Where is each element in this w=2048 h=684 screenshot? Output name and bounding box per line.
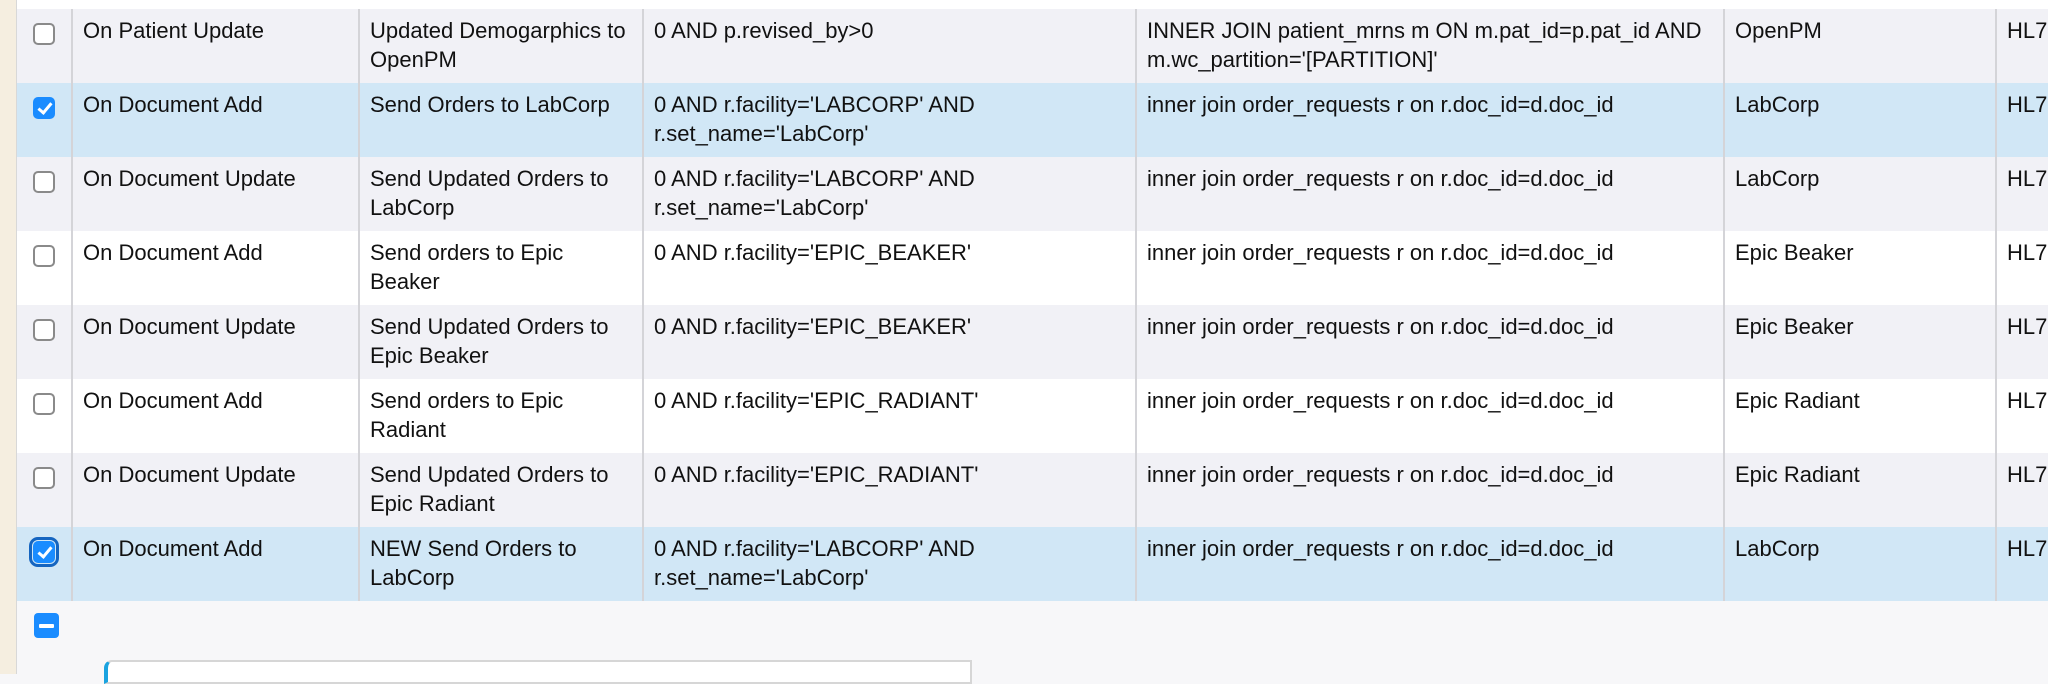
select-cell [17, 83, 72, 157]
remove-selected-button[interactable] [34, 613, 59, 638]
destination-cell: Epic Beaker [1723, 305, 1996, 379]
join-cell: inner join order_requests r on r.doc_id=… [1135, 83, 1724, 157]
trigger-cell: On Document Add [71, 527, 359, 601]
select-cell [17, 9, 72, 83]
name-cell: Send orders to Epic Beaker [358, 231, 643, 305]
format-cell: HL7 [1995, 527, 2048, 601]
select-cell [17, 157, 72, 231]
condition-cell: 0 AND r.facility='LABCORP' AND r.set_nam… [642, 527, 1136, 601]
select-cell [17, 453, 72, 527]
format-cell: HL7 [1995, 231, 2048, 305]
trigger-cell: On Document Add [71, 231, 359, 305]
trigger-cell: On Document Update [71, 453, 359, 527]
row-checkbox[interactable] [33, 467, 55, 489]
text-input[interactable] [104, 660, 972, 684]
trigger-cell: On Patient Update [71, 9, 359, 83]
condition-cell: 0 AND r.facility='LABCORP' AND r.set_nam… [642, 157, 1136, 231]
format-cell: HL7 [1995, 379, 2048, 453]
select-cell [17, 305, 72, 379]
name-cell: Send Updated Orders to Epic Beaker [358, 305, 643, 379]
destination-cell: Epic Radiant [1723, 453, 1996, 527]
condition-cell: 0 AND p.revised_by>0 [642, 9, 1136, 83]
name-cell: Send Orders to LabCorp [358, 83, 643, 157]
format-cell: HL7 [1995, 83, 2048, 157]
join-cell: inner join order_requests r on r.doc_id=… [1135, 231, 1724, 305]
condition-cell: 0 AND r.facility='EPIC_BEAKER' [642, 231, 1136, 305]
join-cell: inner join order_requests r on r.doc_id=… [1135, 453, 1724, 527]
previous-row-partial [17, 0, 2048, 9]
join-cell: inner join order_requests r on r.doc_id=… [1135, 527, 1724, 601]
condition-cell: 0 AND r.facility='LABCORP' AND r.set_nam… [642, 83, 1136, 157]
destination-cell: LabCorp [1723, 527, 1996, 601]
destination-cell: Epic Beaker [1723, 231, 1996, 305]
format-cell: HL7 [1995, 9, 2048, 83]
name-cell: Send Updated Orders to LabCorp [358, 157, 643, 231]
condition-cell: 0 AND r.facility='EPIC_RADIANT' [642, 379, 1136, 453]
row-checkbox[interactable] [33, 245, 55, 267]
name-cell: Updated Demogarphics to OpenPM [358, 9, 643, 83]
trigger-cell: On Document Add [71, 83, 359, 157]
destination-cell: LabCorp [1723, 157, 1996, 231]
join-cell: INNER JOIN patient_mrns m ON m.pat_id=p.… [1135, 9, 1724, 83]
join-cell: inner join order_requests r on r.doc_id=… [1135, 305, 1724, 379]
destination-cell: Epic Radiant [1723, 379, 1996, 453]
name-cell: NEW Send Orders to LabCorp [358, 527, 643, 601]
condition-cell: 0 AND r.facility='EPIC_BEAKER' [642, 305, 1136, 379]
row-checkbox[interactable] [33, 171, 55, 193]
select-cell [17, 231, 72, 305]
trigger-cell: On Document Add [71, 379, 359, 453]
format-cell: HL7 [1995, 305, 2048, 379]
trigger-cell: On Document Update [71, 157, 359, 231]
row-checkbox[interactable] [29, 537, 59, 567]
name-cell: Send orders to Epic Radiant [358, 379, 643, 453]
row-checkbox[interactable] [33, 319, 55, 341]
row-checkbox[interactable] [33, 393, 55, 415]
row-checkbox[interactable] [33, 23, 55, 45]
condition-cell: 0 AND r.facility='EPIC_RADIANT' [642, 453, 1136, 527]
format-cell: HL7 [1995, 157, 2048, 231]
join-cell: inner join order_requests r on r.doc_id=… [1135, 157, 1724, 231]
row-checkbox[interactable] [33, 97, 55, 119]
join-cell: inner join order_requests r on r.doc_id=… [1135, 379, 1724, 453]
select-cell [17, 379, 72, 453]
destination-cell: LabCorp [1723, 83, 1996, 157]
left-panel-edge [0, 0, 17, 674]
destination-cell: OpenPM [1723, 9, 1996, 83]
name-cell: Send Updated Orders to Epic Radiant [358, 453, 643, 527]
trigger-cell: On Document Update [71, 305, 359, 379]
format-cell: HL7 [1995, 453, 2048, 527]
select-cell [17, 527, 72, 601]
